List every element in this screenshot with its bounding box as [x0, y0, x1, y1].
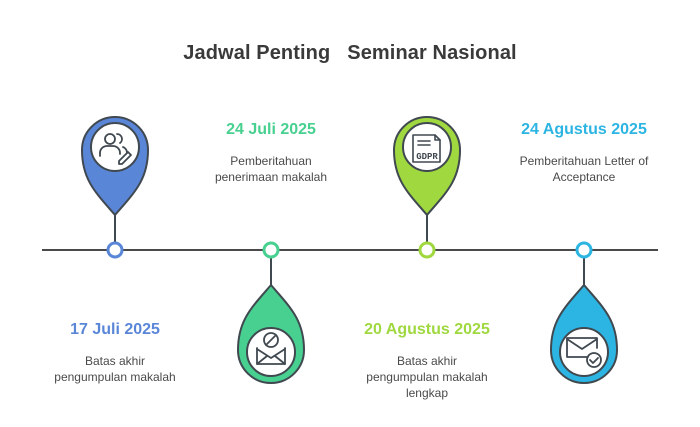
milestone-1-pin	[80, 116, 150, 217]
milestone-2-date: 24 Juli 2025	[226, 121, 316, 138]
milestone-3-text: 20 Agustus 2025 Batas akhir pengumpulan …	[327, 321, 527, 401]
gdpr-document-icon	[412, 134, 441, 163]
mail-check-icon	[566, 337, 602, 368]
milestone-4-pin	[549, 283, 619, 384]
milestone-4-marker	[575, 241, 593, 259]
diagram-title: Jadwal Penting Seminar Nasional	[183, 42, 517, 64]
milestone-2-pin	[236, 283, 306, 384]
milestone-4-description: Pemberitahuan Letter of Acceptance	[519, 154, 649, 184]
users-edit-icon	[99, 133, 132, 165]
milestone-2-description: Pemberitahuan penerimaan makalah	[214, 154, 328, 184]
milestone-1-date: 17 Juli 2025	[70, 321, 160, 338]
milestone-3-description: Batas akhir pengumpulan makalah lengkap	[366, 354, 488, 400]
gdpr-icon-label: GDPR	[416, 152, 438, 162]
milestone-3-date: 20 Agustus 2025	[364, 321, 490, 338]
milestone-1-marker	[106, 241, 124, 259]
blocked-mail-icon	[256, 332, 286, 365]
milestone-2-text: 24 Juli 2025 Pemberitahuan penerimaan ma…	[176, 121, 366, 185]
milestone-4-date: 24 Agustus 2025	[521, 121, 647, 138]
milestone-3-pin: GDPR	[392, 116, 462, 217]
milestone-4-text: 24 Agustus 2025 Pemberitahuan Letter of …	[484, 121, 684, 185]
milestone-1-description: Batas akhir pengumpulan makalah	[54, 354, 176, 384]
milestone-3-marker	[418, 241, 436, 259]
milestone-2-marker	[262, 241, 280, 259]
milestone-1-text: 17 Juli 2025 Batas akhir pengumpulan mak…	[20, 321, 210, 385]
